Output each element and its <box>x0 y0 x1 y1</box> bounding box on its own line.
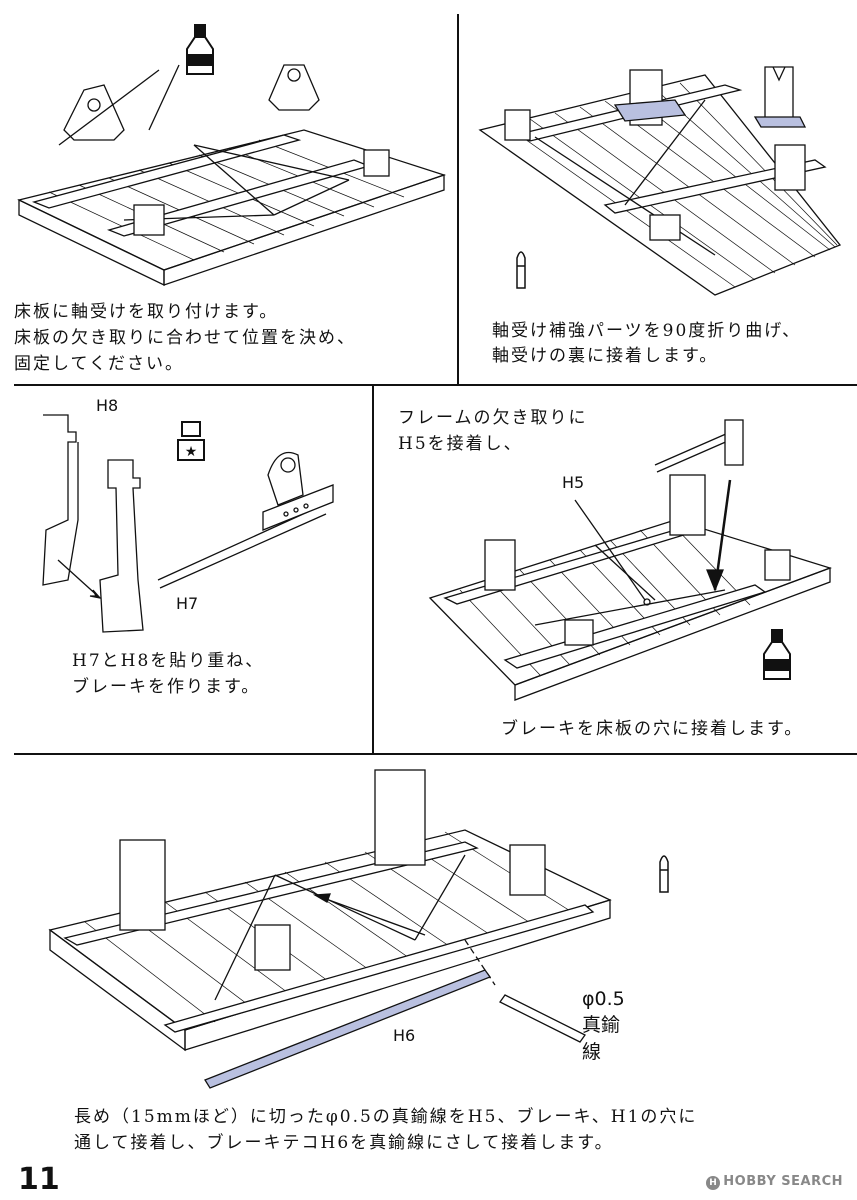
brass-wire-label: φ0.5 真鍮線 <box>582 988 625 1063</box>
step-2-text-line-1: 軸受け補強パーツを90度折り曲げ、 <box>492 321 802 341</box>
step-3-text-line-1: H7とH8を貼り重ね、 <box>72 651 265 671</box>
step-1-illustration <box>17 64 447 287</box>
step-3-illustration <box>42 414 334 633</box>
part-label-h8: H8 <box>96 396 119 415</box>
svg-text:★: ★ <box>185 444 198 460</box>
divider-mid-vertical <box>372 384 374 754</box>
step-1-text-line-3: 固定してください。 <box>14 354 184 374</box>
step-1-text-line-1: 床板に軸受けを取り付けます。 <box>14 302 279 322</box>
step-5-illustration <box>48 769 612 1089</box>
file-tool-icon-2 <box>659 855 669 893</box>
step-5-text-line-2: 通して接着し、ブレーキテコH6を真鍮線にさして接着します。 <box>74 1133 614 1153</box>
pliers-star-icon: ★ <box>177 421 205 461</box>
brand-text: HOBBY SEARCH <box>723 1174 843 1189</box>
divider-top-vertical <box>457 14 459 384</box>
step-2-illustration <box>478 66 842 296</box>
part-label-h7: H7 <box>176 594 199 613</box>
part-label-h6: H6 <box>393 1026 416 1045</box>
step-2-text-line-2: 軸受けの裏に接着します。 <box>492 346 719 366</box>
step-3-text-line-2: ブレーキを作ります。 <box>72 677 261 697</box>
file-tool-icon <box>516 251 526 289</box>
step-4-top-line-2: H5を接着し、 <box>398 434 523 454</box>
step-4-illustration <box>428 419 833 701</box>
brand-logo-icon: H <box>706 1176 721 1190</box>
step-1-text-line-2: 床板の欠き取りに合わせて位置を決め、 <box>14 328 356 348</box>
glue-bottle-icon <box>186 24 214 75</box>
step-5-text-line-1: 長め（15mmほど）に切ったφ0.5の真鍮線をH5、ブレーキ、H1の穴に <box>74 1107 698 1127</box>
step-4-bottom-text: ブレーキを床板の穴に接着します。 <box>501 719 804 739</box>
divider-row2 <box>14 753 857 755</box>
part-label-h5: H5 <box>562 473 585 492</box>
step-4-top-line-1: フレームの欠き取りに <box>398 408 588 428</box>
divider-row1 <box>14 384 857 386</box>
glue-bottle-icon-2 <box>763 629 791 680</box>
page-number: 11 <box>18 1162 60 1197</box>
